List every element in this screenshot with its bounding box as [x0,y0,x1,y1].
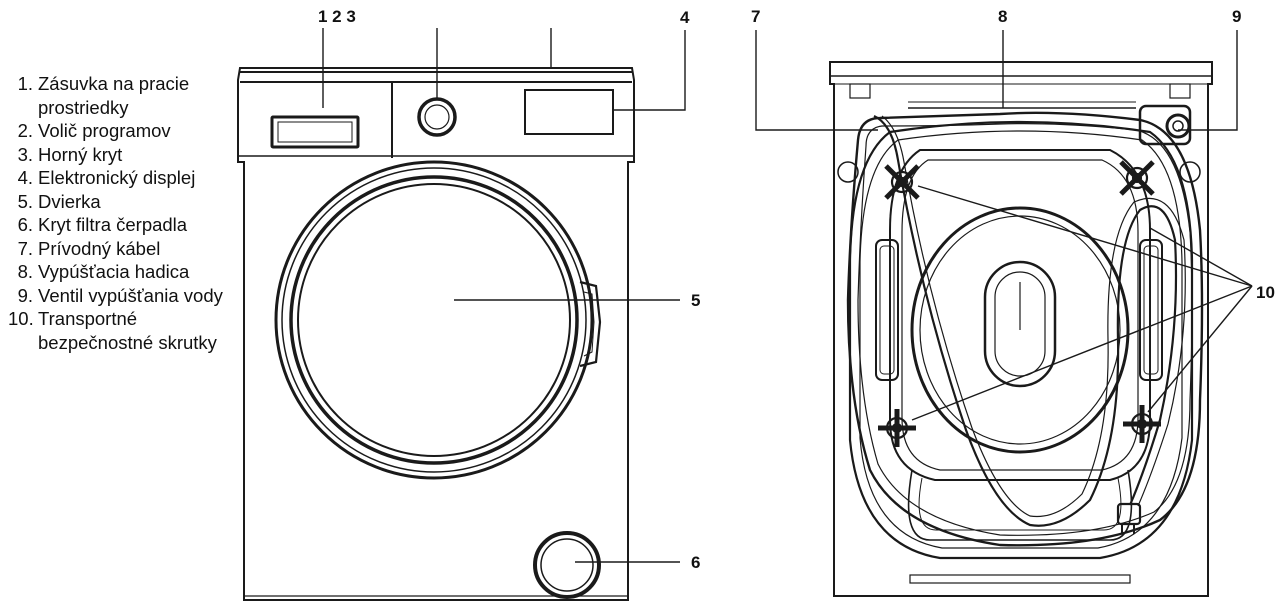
rear-cabinet [829,61,1213,597]
legend-item-9: 9.Ventil vypúšťania vody [8,284,240,308]
transport-bolt-top-right [1119,160,1155,196]
legend-number: 2. [17,120,33,141]
legend-number: 8. [17,261,33,282]
legend-item-1: 1.Zásuvka na pracie prostriedky [8,72,240,119]
program-selector-knob [417,97,457,137]
transport-bolt-bottom-right [1123,405,1161,443]
drum-bulge [910,206,1130,454]
callout-10: 10 [1256,283,1275,302]
drain-valve [1138,104,1192,146]
callout-5: 5 [691,291,700,310]
legend-item-4: 4.Elektronický displej [8,166,240,190]
legend-item-7: 7.Prívodný kábel [8,237,240,261]
legend-label: Zásuvka na pracie prostriedky [38,73,190,118]
transport-bolt-bottom-left [878,409,916,447]
legend-label: Horný kryt [38,143,123,165]
legend-item-3: 3.Horný kryt [8,143,240,167]
legend-label: Volič programov [38,120,171,141]
front-view [237,67,635,601]
front-callout-lines [322,28,686,563]
legend-item-5: 5.Dvierka [8,190,240,214]
legend-number: 7. [17,237,33,259]
legend-number: 9. [17,284,33,306]
legend-item-8: 8.Vypúšťacia hadica [8,260,240,284]
drain-hose [846,111,1204,547]
legend-label: Kryt filtra čerpadla [38,214,188,235]
legend-item-6: 6.Kryt filtra čerpadla [8,213,240,237]
legend-label: Prívodný kábel [38,237,161,259]
rear-view [829,61,1213,597]
legend-label: Dvierka [38,190,101,212]
callout-4: 4 [680,8,690,27]
parts-legend: 1.Zásuvka na pracie prostriedky 2.Volič … [8,72,240,354]
power-cable [873,114,1186,534]
electronic-display [524,89,614,135]
rear-callout-lines [755,30,1253,421]
legend-number: 6. [17,214,33,235]
legend-number: 4. [17,167,33,188]
legend-label: Transportné bezpečnostné skrutky [38,308,217,353]
legend-label: Ventil vypúšťania vody [38,284,223,306]
legend-item-2: 2.Volič programov [8,119,240,143]
callout-8: 8 [998,7,1007,26]
detergent-drawer [240,81,393,158]
legend-number: 5. [17,190,33,212]
door [274,160,602,480]
legend-number: 10. [8,308,34,329]
side-slots [875,239,1163,381]
legend-label: Vypúšťacia hadica [38,261,190,282]
pump-filter-cover [533,531,601,599]
legend-number: 1. [17,73,33,94]
legend-label: Elektronický displej [38,167,196,188]
callout-9: 9 [1232,7,1241,26]
callout-6: 6 [691,553,700,572]
legend-number: 3. [17,143,33,165]
callout-7: 7 [751,7,760,26]
callout-1-2-3: 1 2 3 [318,7,356,26]
legend-item-10: 10.Transportné bezpečnostné skrutky [8,307,240,354]
bottom-recess [907,469,1133,541]
